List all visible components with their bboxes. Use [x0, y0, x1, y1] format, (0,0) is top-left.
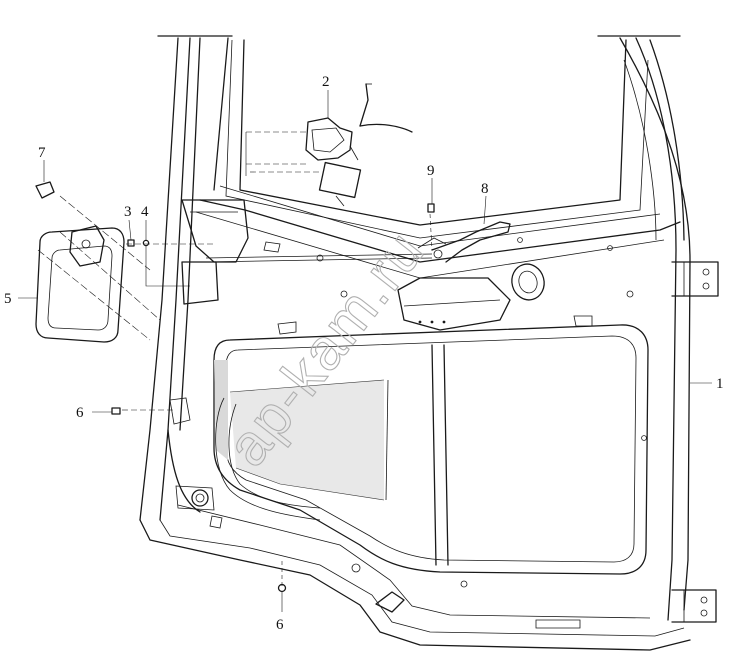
lock-mechanism	[305, 83, 413, 207]
inner-opening	[213, 324, 649, 575]
lock-rods	[205, 221, 511, 263]
inner-handle	[35, 181, 125, 343]
callout-6-bottom: 6	[276, 617, 284, 633]
callout-9: 9	[427, 163, 435, 179]
callout-7: 7	[38, 145, 46, 161]
callout-2: 2	[322, 74, 330, 90]
callout-6-left: 6	[76, 405, 84, 421]
callouts: 2 7 3 4 5 6 6 9 8 1	[4, 74, 724, 633]
callout-3: 3	[124, 204, 132, 220]
hinges	[671, 261, 719, 623]
assembly-lines	[37, 131, 433, 586]
door-panel	[139, 35, 691, 651]
callout-8: 8	[481, 181, 489, 197]
callout-5: 5	[4, 291, 12, 307]
callout-4: 4	[141, 204, 149, 220]
callout-1: 1	[716, 376, 724, 392]
panel-details	[169, 199, 647, 629]
